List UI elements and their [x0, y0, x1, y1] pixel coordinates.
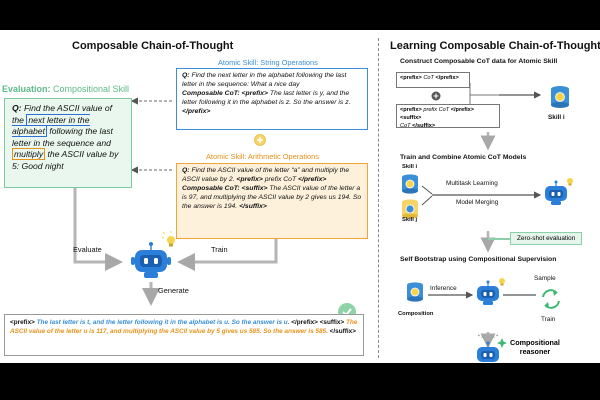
eval-q-prefix: Q:	[12, 103, 22, 113]
arith-q-prefix: Q:	[182, 167, 190, 174]
input-b-tag: <prefix>	[400, 107, 422, 113]
evaluation-label: Evaluation: Compositional Skill	[2, 84, 129, 94]
skill-i-db-icon	[402, 174, 418, 194]
output-suffix-open: <suffix>	[319, 319, 345, 326]
eval-part2: following the last letter in the sequenc…	[12, 126, 113, 148]
arith-q-text: Find the ASCII value of the letter “a” a…	[182, 167, 350, 183]
string-cot-close: </prefix>	[182, 107, 211, 115]
bootstrap-title: Self Bootstrap using Compositional Super…	[400, 256, 557, 263]
string-cot-open: <prefix>	[241, 89, 268, 97]
arith-cot-text: The ASCII value of the letter a is 97, a…	[182, 184, 362, 210]
construct-art	[431, 83, 542, 108]
skill-j-db-icon	[402, 199, 418, 219]
composition-label: Composition	[398, 311, 434, 317]
output-suffix-close: </suffix>	[329, 327, 356, 335]
input-a-text: CoT	[423, 75, 434, 81]
train-bulb-icon	[567, 178, 573, 186]
inference-label: Inference	[430, 285, 457, 292]
string-q-text: Find the next letter in the alphabet fol…	[182, 72, 347, 88]
evaluation-word: Evaluation:	[2, 84, 51, 94]
zero-shot-badge: Zero-shot evaluation	[510, 232, 583, 245]
merge-lines	[421, 185, 433, 206]
eval-highlight-blue: next letter in the alphabet	[12, 113, 90, 138]
generated-output-box: <prefix> The last letter is t, and the l…	[4, 314, 364, 356]
skill-j-label: Skill j	[402, 217, 418, 223]
string-cot-label: Composable CoT:	[182, 89, 240, 97]
eval-highlight-orange: multiply	[12, 148, 46, 161]
arith-cot-close: </suffix>	[239, 202, 267, 210]
input-b-text2: CoT	[400, 122, 411, 129]
arith-prefix-cot: prefix CoT	[264, 175, 297, 183]
evaluate-arrow	[73, 188, 123, 271]
skill-i-label: Skill i	[402, 164, 418, 170]
right-arrows	[477, 132, 510, 349]
bootstrap-train-label: Train	[541, 316, 556, 323]
eval-part1: Find the ASCII value of the	[12, 103, 112, 125]
construct-input-a: <prefix> CoT </prefix>	[396, 72, 470, 88]
output-prefix-open: <prefix>	[10, 319, 35, 326]
output-prefix-close: </prefix>	[291, 319, 318, 326]
train-combine-title: Train and Combine Atomic CoT Models	[400, 154, 527, 161]
lightbulb-icon	[161, 231, 180, 247]
eval-box: Q: Find the ASCII value of the next lett…	[4, 98, 132, 188]
cycle-icon	[542, 289, 560, 309]
evaluate-label: Evaluate	[73, 245, 102, 254]
right-panel-title: Learning Composable Chain-of-Thought	[390, 40, 600, 52]
left-panel-title: Composable Chain-of-Thought	[72, 40, 234, 52]
arith-skill-label: Atomic Skill: Arithmetic Operations	[206, 152, 319, 161]
string-skill-label: Atomic Skill: String Operations	[218, 58, 318, 67]
generate-label: Generate	[158, 286, 189, 295]
evaluation-skill: Compositional Skill	[53, 84, 130, 94]
input-b-text1: prefix CoT	[423, 107, 450, 113]
input-b-close1: </prefix>	[450, 107, 475, 113]
arith-cot-label: Composable CoT:	[182, 184, 240, 192]
composition-db-icon	[407, 282, 423, 302]
arith-skill-box: Q: Find the ASCII value of the letter “a…	[176, 163, 368, 239]
output-suffix-text: The ASCII value of the letter u is 117, …	[10, 319, 358, 335]
arith-prefix-close: </prefix>	[298, 175, 327, 183]
input-a-tag: <prefix>	[400, 75, 422, 81]
database-icon	[551, 86, 569, 108]
plus-icon	[254, 134, 266, 146]
eval-part3: the ASCII value by 5: Good night	[12, 149, 119, 171]
model-merging-label: Model Merging	[456, 199, 499, 206]
input-b-tag2: <suffix>	[400, 114, 422, 121]
reasoner-line1: Compositional	[510, 338, 560, 347]
construct-title: Construct Composable CoT data for Atomic…	[400, 58, 558, 65]
reasoner-sparkle-icon	[497, 338, 507, 348]
string-q-prefix: Q:	[182, 72, 190, 79]
input-a-close: </prefix>	[435, 75, 459, 81]
reasoner-robot-icon	[477, 341, 499, 362]
multitask-label: Multitask Learning	[446, 180, 498, 187]
bootstrap-robot-icon	[477, 280, 499, 305]
string-skill-box: Q: Find the next letter in the alphabet …	[176, 68, 368, 130]
sample-label: Sample	[534, 275, 556, 282]
panel-divider	[378, 38, 379, 358]
arith-prefix-tag: <prefix>	[236, 175, 263, 183]
robot-icon	[131, 242, 171, 278]
construct-input-b: <prefix> prefix CoT </prefix> <suffix> C…	[396, 104, 500, 129]
bootstrap-bulb-icon	[499, 278, 505, 286]
string-cot-text: The last letter is y, and the letter fol…	[182, 89, 351, 106]
arith-cot-open: <suffix>	[241, 184, 268, 192]
input-b-close2: </suffix>	[412, 122, 436, 129]
reasoner-label: Compositional reasoner	[510, 338, 560, 356]
output-prefix-text: The last letter is t, and the letter fol…	[36, 319, 290, 326]
construct-skill-label: Skill i	[548, 114, 565, 121]
reasoner-line2: reasoner	[519, 347, 551, 356]
train-label: Train	[211, 245, 228, 254]
train-arrow	[177, 238, 278, 271]
train-robot-icon	[545, 180, 567, 205]
left-arrows	[73, 97, 278, 306]
